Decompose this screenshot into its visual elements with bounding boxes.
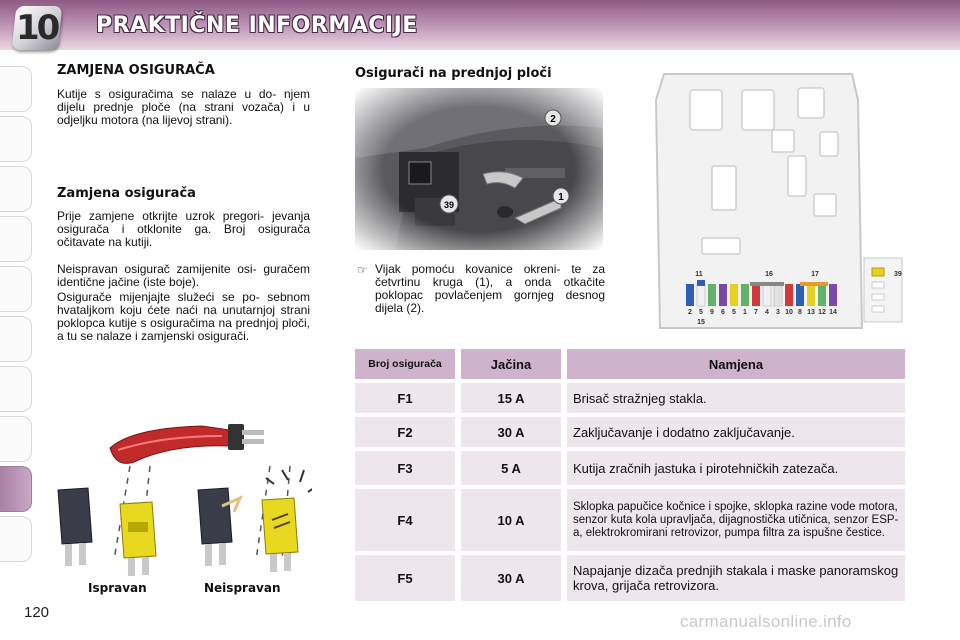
chapter-tab-7[interactable] <box>0 366 32 412</box>
svg-text:12: 12 <box>818 309 826 316</box>
fuse-purpose: Kutija zračnih jastuka i pirotehničkih z… <box>567 451 905 485</box>
burn-spark-icon <box>265 469 312 493</box>
chapter-badge: 10 <box>11 6 63 50</box>
svg-text:2: 2 <box>550 114 556 125</box>
chapter-tab-10-active[interactable] <box>0 466 32 512</box>
blown-fuse-yellow <box>261 497 299 572</box>
instruction-text: Vijak pomoću kovanice okreni- te za četv… <box>375 262 605 315</box>
fuse-purpose: Sklopka papučice kočnice i spojke, sklop… <box>567 489 905 551</box>
fuse-id: F5 <box>355 555 455 601</box>
chapter-tab-4[interactable] <box>0 216 32 262</box>
fuse-rating: 15 A <box>461 383 561 413</box>
fuse-purpose: Zaključavanje i dodatno zaključavanje. <box>567 417 905 447</box>
header-band <box>0 0 960 50</box>
svg-text:1: 1 <box>558 192 564 203</box>
section-title-fuse-replacement: ZAMJENA OSIGURAČA <box>57 63 215 78</box>
fuse-rating: 5 A <box>461 451 561 485</box>
chapter-tab-6[interactable] <box>0 316 32 362</box>
chapter-tab-3[interactable] <box>0 166 32 212</box>
svg-text:7: 7 <box>754 309 758 316</box>
callout-2: 2 <box>544 109 562 127</box>
fuse-puller-illustration <box>57 424 312 576</box>
subsection-title: Zamjena osigurača <box>57 186 196 201</box>
good-fuse-yellow <box>119 501 157 576</box>
svg-text:2: 2 <box>688 309 692 316</box>
table-row: F1 15 A Brisač stražnjeg stakla. <box>355 383 905 413</box>
header-rating: Jačina <box>461 349 561 379</box>
fuse-rating: 30 A <box>461 417 561 447</box>
svg-text:6: 6 <box>721 309 725 316</box>
svg-text:9: 9 <box>710 309 714 316</box>
svg-text:16: 16 <box>765 271 773 278</box>
svg-text:3: 3 <box>776 309 780 316</box>
svg-text:10: 10 <box>785 309 793 316</box>
page-number: 120 <box>24 604 50 621</box>
fuse-puller <box>109 424 264 464</box>
header-fuse-number: Broj osigurača <box>355 349 455 379</box>
fuse-row <box>686 280 837 307</box>
chapter-tab-11[interactable] <box>0 516 32 562</box>
callout-39: 39 <box>439 194 459 214</box>
table-header-row: Broj osigurača Jačina Namjena <box>355 349 905 379</box>
page-title: PRAKTIČNE INFORMACIJE <box>96 13 418 38</box>
header-purpose: Namjena <box>567 349 905 379</box>
fuse-rating: 30 A <box>461 555 561 601</box>
fuse-purpose: Napajanje dizača prednjih stakala i mask… <box>567 555 905 601</box>
svg-text:8: 8 <box>798 309 802 316</box>
label-good-fuse: Ispravan <box>88 581 147 595</box>
fusebox-photo: 1 2 39 <box>355 88 603 250</box>
fuse-purpose: Brisač stražnjeg stakla. <box>567 383 905 413</box>
paragraph-same-rating: Neispravan osigurač zamijenite osi- gura… <box>57 262 310 289</box>
svg-text:13: 13 <box>807 309 815 316</box>
blown-fuse-dark <box>197 487 243 566</box>
watermark: carmanualsonline.info <box>680 612 852 631</box>
table-row: F3 5 A Kutija zračnih jastuka i pirotehn… <box>355 451 905 485</box>
fuse-id: F4 <box>355 489 455 551</box>
chapter-tab-8[interactable] <box>0 416 32 462</box>
fuse-rating: 10 A <box>461 489 561 551</box>
callout-1: 1 <box>552 187 570 205</box>
svg-text:5: 5 <box>732 309 736 316</box>
diagram-labels: 11 16 17 2 5 9 6 5 1 7 4 3 10 8 13 12 14… <box>688 271 837 326</box>
svg-text:11: 11 <box>695 271 703 278</box>
svg-text:39: 39 <box>444 200 454 210</box>
chapter-number: 10 <box>16 8 58 48</box>
svg-text:1: 1 <box>743 309 747 316</box>
paragraph-puller: Osigurače mijenjajte služeći se po- sebn… <box>57 290 310 343</box>
side-fuse-panel: 39 <box>863 257 903 323</box>
paragraph-cause: Prije zamjene otkrijte uzrok pregori- je… <box>57 209 310 249</box>
chapter-tab-1[interactable] <box>0 66 32 112</box>
table-row: F5 30 A Napajanje dizača prednjih stakal… <box>355 555 905 601</box>
label-blown-fuse: Neispravan <box>204 581 281 595</box>
fuse-id: F2 <box>355 417 455 447</box>
svg-text:39: 39 <box>894 271 902 278</box>
fuse-id: F3 <box>355 451 455 485</box>
svg-text:14: 14 <box>829 309 837 316</box>
table-row: F4 10 A Sklopka papučice kočnice i spojk… <box>355 489 905 551</box>
fuse-id: F1 <box>355 383 455 413</box>
svg-text:4: 4 <box>765 309 769 316</box>
fusebox-diagram: 11 16 17 2 5 9 6 5 1 7 4 3 10 8 13 12 14… <box>654 73 903 329</box>
intro-paragraph: Kutije s osiguračima se nalaze u do- nje… <box>57 87 310 127</box>
svg-text:15: 15 <box>697 319 705 326</box>
svg-text:5: 5 <box>699 309 703 316</box>
good-fuse-dark <box>57 487 93 566</box>
chapter-tab-2[interactable] <box>0 116 32 162</box>
svg-text:17: 17 <box>811 271 819 278</box>
guide-lines <box>113 465 291 561</box>
fuse-table: Broj osigurača Jačina Namjena F1 15 A Br… <box>355 345 905 605</box>
chapter-tab-5[interactable] <box>0 266 32 312</box>
table-row: F2 30 A Zaključavanje i dodatno zaključa… <box>355 417 905 447</box>
section-title-dashboard-fuses: Osigurači na prednjoj ploči <box>355 66 552 81</box>
pointing-hand-icon: ☞ <box>357 263 368 277</box>
